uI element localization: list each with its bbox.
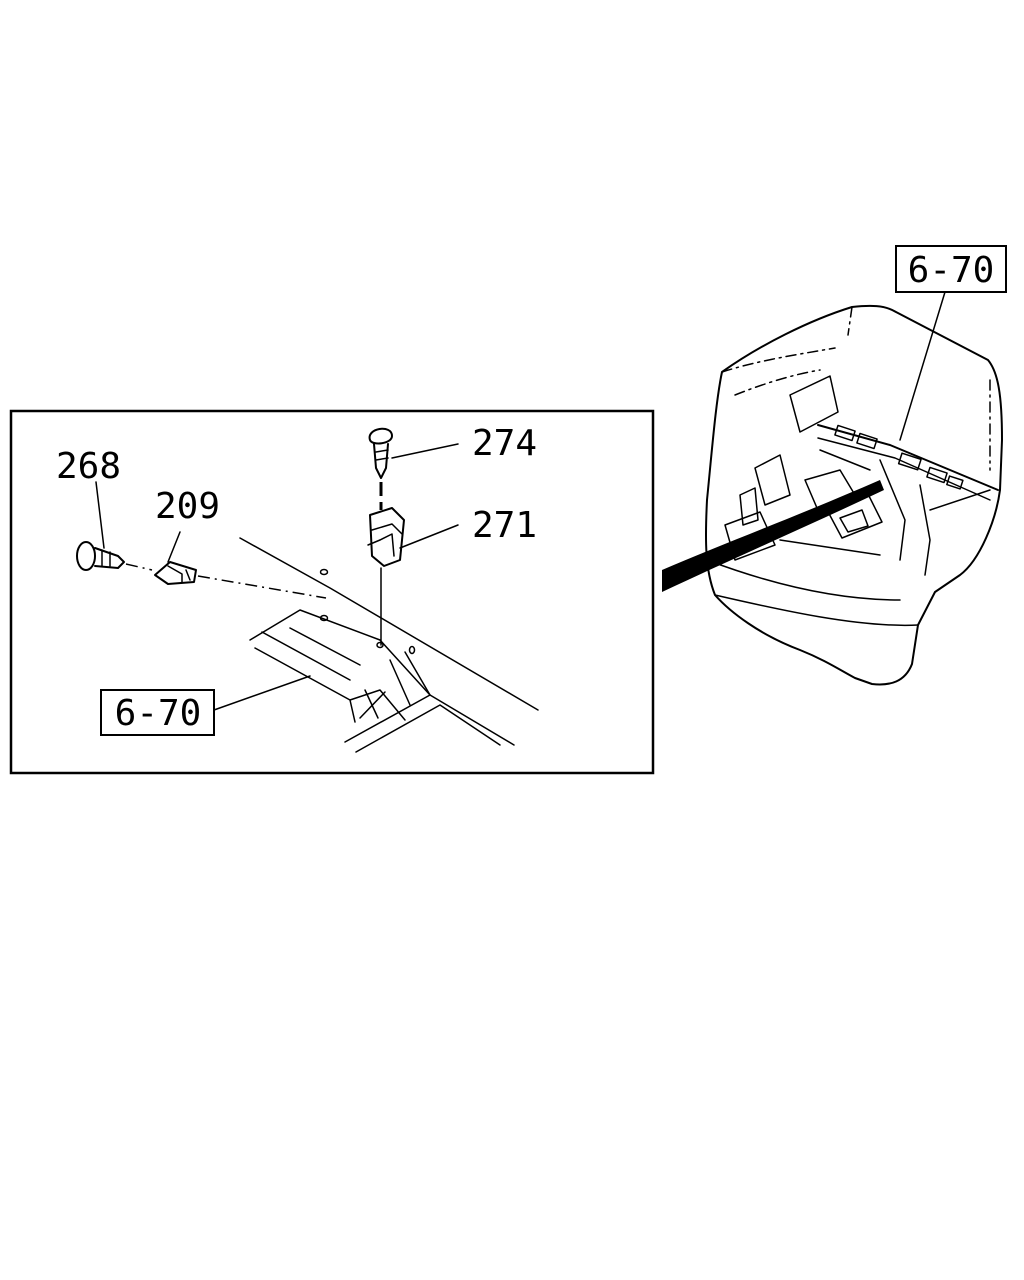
callout-274: 274 — [472, 423, 537, 464]
detail-view: 274 271 268 209 — [9, 409, 655, 775]
ref-box-top-frame — [895, 245, 1007, 293]
callout-271: 271 — [472, 505, 537, 546]
ref-leader-top — [899, 291, 946, 441]
ref-label-top: 6-70 — [908, 250, 995, 291]
detail-leader-band — [662, 480, 884, 592]
axis-268 — [125, 563, 153, 571]
leader-274 — [391, 443, 459, 459]
callout-209: 209 — [155, 486, 220, 527]
axis-209 — [197, 575, 327, 599]
vehicle-overview — [662, 304, 1003, 686]
leader-209 — [167, 531, 181, 563]
ref-leader-detail — [213, 675, 311, 711]
ref-box-detail-frame — [100, 689, 215, 736]
leader-271 — [399, 524, 459, 549]
ref-box-top: 6-70 — [895, 245, 1007, 441]
screw-274-icon — [368, 427, 393, 479]
clipnut-209-icon — [154, 561, 197, 585]
leader-268 — [95, 481, 105, 549]
callout-268: 268 — [56, 446, 121, 487]
screw-268-icon — [76, 541, 125, 571]
detail-frame — [9, 409, 655, 775]
clip-271-icon — [367, 507, 405, 567]
ref-label-detail: 6-70 — [115, 693, 202, 734]
